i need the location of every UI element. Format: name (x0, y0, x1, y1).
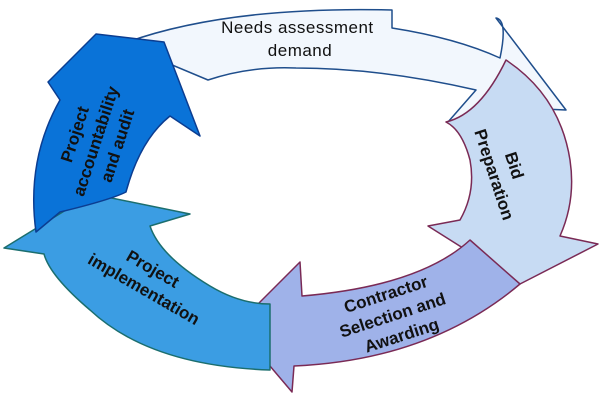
label-needs-assessment: Needs assessment demand (221, 18, 379, 60)
segment-bid-preparation: Bid Preparation (427, 59, 599, 285)
arrow-project-implementation (3, 193, 271, 371)
arrow-project-accountability (33, 33, 201, 233)
arrow-bid-preparation (427, 59, 599, 285)
segment-contractor-selection: Contractor Selection and Awarding (235, 239, 521, 393)
segment-project-accountability: Project accountability and audit (33, 33, 201, 233)
